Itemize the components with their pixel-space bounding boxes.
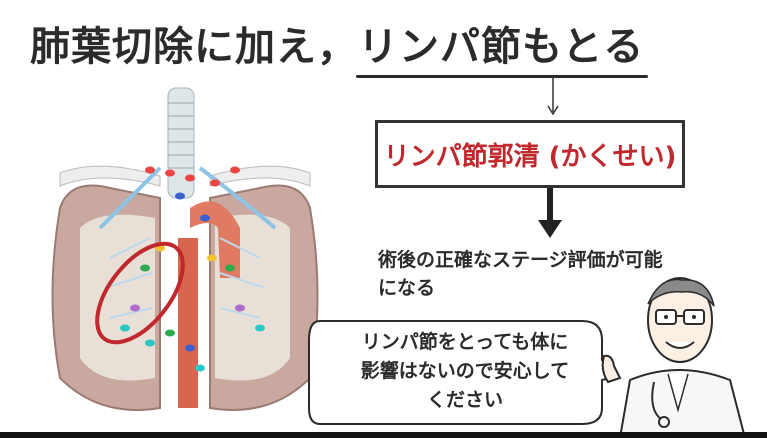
bottom-bar xyxy=(0,432,767,438)
slide-title: 肺葉切除に加え，リンパ節もとる xyxy=(30,14,644,72)
term-box-text: リンパ節郭清 (かくせい) xyxy=(383,141,677,172)
doctor-illustration xyxy=(601,277,747,438)
speech-bubble xyxy=(308,320,620,425)
arrow-down-small-icon xyxy=(547,76,559,116)
title-main: 肺葉切除に加え， xyxy=(30,24,358,70)
term-box: リンパ節郭清 (かくせい) xyxy=(375,120,685,188)
bubble-line-2: 影響はないので安心して xyxy=(360,360,570,382)
arrow-down-large-icon xyxy=(538,188,562,238)
bubble-line-3: ください xyxy=(426,389,503,411)
benefit-line-2: になる xyxy=(378,277,436,299)
bubble-line-1: リンパ節をとっても体に xyxy=(361,331,569,353)
benefit-text: 術後の正確なステージ評価が可能 になる xyxy=(378,246,718,302)
speech-bubble-text: リンパ節をとっても体に 影響はないので安心して ください xyxy=(330,328,600,415)
benefit-line-1: 術後の正確なステージ評価が可能 xyxy=(378,249,663,271)
title-underlined: リンパ節もとる xyxy=(358,24,645,70)
lung-illustration xyxy=(51,87,319,411)
